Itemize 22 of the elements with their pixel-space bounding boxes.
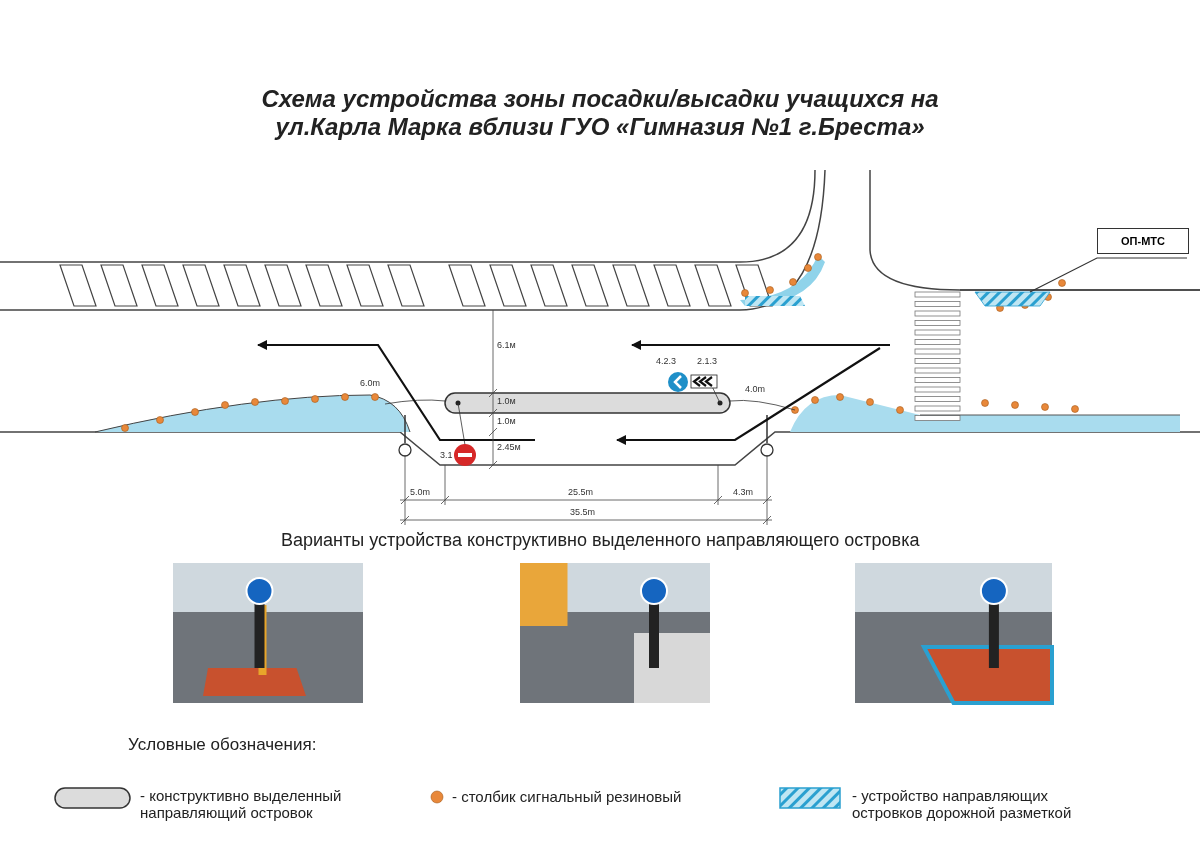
section-heading: Варианты устройства конструктивно выделенного направляющего островка <box>281 530 920 551</box>
dimension-text: 5.0m <box>410 487 430 498</box>
title: Схема устройства зоны посадки/высадки учащихся на ул.Карла Марка вблизи ГУО «Гимназия №1 г.Бреста» <box>260 85 940 141</box>
sign-number: 3.1 <box>440 450 453 461</box>
dimension-text: 25.5m <box>568 487 593 498</box>
legend-heading: Условные обозначения: <box>128 735 317 755</box>
dimension-text: 1.0м <box>497 416 516 427</box>
dimension-text: 6.1м <box>497 340 516 351</box>
road-marking-zone <box>974 291 1051 307</box>
dimension-text: 2.45м <box>497 442 521 453</box>
dimension-text: 6.0m <box>360 378 380 389</box>
bus-stop-label-box: ОП-МТС <box>1097 228 1189 254</box>
dimension-text: 4.3m <box>733 487 753 498</box>
legend-text: - конструктивно выделенный направляющий островок <box>140 787 343 822</box>
legend-text: - устройство направляющих островков дорожной разметкой <box>852 787 1073 822</box>
sign-number: 4.2.3 <box>656 356 677 367</box>
sign-number: 2.1.3 <box>697 356 718 367</box>
dimension-text: 4.0m <box>745 384 765 395</box>
dimension-text: 1.0м <box>497 396 516 407</box>
legend-text: - столбик сигнальный резиновый <box>452 788 683 806</box>
leader-line <box>1029 257 1188 293</box>
dimension-text: 35.5m <box>570 507 595 518</box>
